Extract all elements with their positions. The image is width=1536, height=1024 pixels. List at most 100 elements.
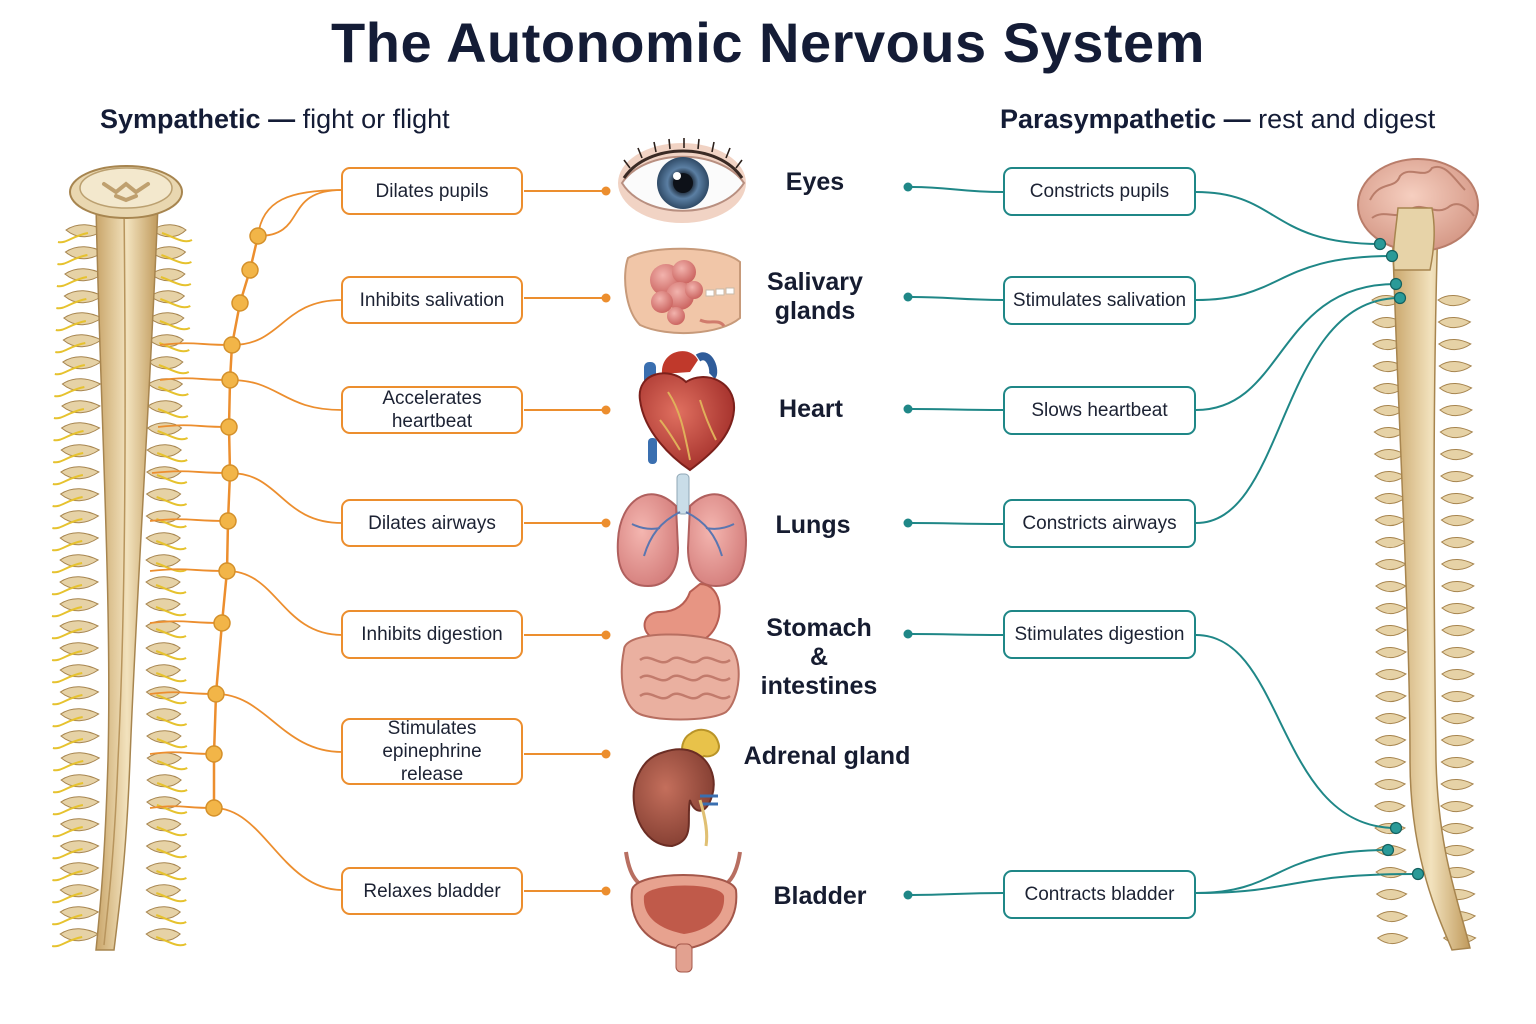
- vertebra-process: [1374, 801, 1406, 813]
- vertebra-process: [1376, 911, 1409, 923]
- vertebra-process: [1440, 735, 1475, 747]
- spinal-nerve-root: [57, 254, 192, 266]
- vertebra-process: [145, 862, 182, 876]
- sym-effect-bladder: Relaxes bladder: [341, 867, 523, 915]
- vertebra-process: [60, 774, 101, 788]
- parasympathetic-spinal-cord: [1357, 158, 1479, 951]
- vertebra-process: [145, 840, 182, 854]
- vertebra-process: [1437, 295, 1471, 307]
- vertebra-process: [1374, 779, 1407, 791]
- spinal-nerve-root: [51, 936, 187, 948]
- postganglionic-fiber: [213, 807, 343, 891]
- parasympathetic-nerve-origin: [1411, 867, 1425, 881]
- vertebra-process: [59, 840, 100, 854]
- preganglionic-fiber: [159, 342, 233, 346]
- sympathetic-endpoint: [601, 886, 611, 896]
- preganglionic-fiber: [159, 377, 231, 381]
- vertebra-process: [61, 378, 102, 392]
- vertebra-process: [1440, 823, 1474, 835]
- vertebra-process: [1440, 515, 1475, 527]
- parasympathetic-dash: —: [1216, 104, 1259, 134]
- vertebra-process: [1437, 317, 1472, 329]
- spinal-nerve-root: [53, 760, 188, 772]
- vertebra-process: [59, 620, 100, 634]
- vertebra-process: [145, 598, 181, 612]
- preganglionic-fiber: [149, 568, 228, 572]
- right-spinal-column: [1391, 219, 1471, 951]
- sympathetic-ganglion: [220, 418, 238, 436]
- postganglionic-fiber: [257, 189, 343, 237]
- vertebra-process: [1440, 471, 1474, 483]
- sympathetic-endpoint: [601, 293, 611, 303]
- spinal-cross-section: [69, 165, 183, 219]
- vertebra-process: [60, 796, 100, 810]
- eye-icon: [618, 138, 746, 223]
- spinal-nerve-root: [55, 320, 191, 332]
- spinal-nerve-root: [51, 606, 187, 618]
- parasympathetic-nerve-fiber: [1195, 255, 1393, 301]
- sympathetic-ganglion: [231, 294, 249, 312]
- spinal-nerve-root: [52, 496, 188, 508]
- bladder-icon: [624, 851, 742, 973]
- vertebra-process: [60, 752, 101, 766]
- vertebra-process: [145, 642, 181, 656]
- parasympathetic-nerve-origin: [1389, 277, 1403, 291]
- para-effect-stomach: Stimulates digestion: [1003, 610, 1196, 659]
- parasympathetic-endpoint: [903, 404, 913, 414]
- para-effect-lungs: Constricts airways: [1003, 499, 1196, 548]
- vertebra-process: [1440, 559, 1475, 571]
- vertebra-process: [59, 664, 100, 678]
- parasympathetic-heading: Parasympathetic — rest and digest: [1000, 104, 1435, 135]
- sympathetic-ganglion: [223, 336, 241, 354]
- vertebra-process: [148, 312, 185, 326]
- sympathetic-ganglion: [207, 685, 225, 703]
- sympathetic-ganglion: [249, 227, 267, 245]
- postganglionic-fiber: [229, 472, 343, 524]
- parasympathetic-endpoint: [903, 890, 913, 900]
- parasympathetic-effect-connector: [911, 186, 1004, 193]
- sympathetic-endpoint: [601, 749, 611, 759]
- vertebra-process: [147, 356, 184, 370]
- vertebra-process: [60, 444, 101, 458]
- vertebra-process: [1441, 691, 1475, 703]
- sympathetic-endpoint: [601, 518, 611, 528]
- spinal-nerve-root: [52, 738, 188, 750]
- sympathetic-ganglion: [213, 614, 231, 632]
- adrenal-kidney-icon: [632, 728, 720, 848]
- spinal-nerve-root: [56, 276, 192, 288]
- sympathetic-ganglion: [241, 261, 259, 279]
- vertebra-process: [60, 466, 100, 480]
- vertebra-process: [59, 554, 100, 568]
- sympathetic-endpoint: [601, 405, 611, 415]
- vertebra-process: [150, 246, 187, 260]
- parasympathetic-nerve-origin: [1373, 237, 1387, 251]
- vertebra-process: [145, 576, 181, 590]
- parasympathetic-effect-connector: [911, 408, 1004, 411]
- spinal-nerve-root: [52, 892, 187, 904]
- vertebra-process: [59, 598, 99, 612]
- spinal-nerve-root: [51, 628, 187, 640]
- sympathetic-ganglion: [205, 745, 223, 763]
- vertebra-process: [146, 774, 182, 788]
- vertebra-process: [1441, 625, 1475, 637]
- parasympathetic-endpoint: [903, 629, 913, 639]
- vertebra-process: [59, 818, 100, 832]
- lungs-icon: [616, 473, 748, 588]
- vertebra-process: [60, 730, 100, 744]
- spinal-nerve-root: [52, 826, 188, 838]
- parasympathetic-effect-connector: [911, 633, 1004, 636]
- parasympathetic-endpoint: [903, 292, 913, 302]
- parasympathetic-nerve-fiber: [1195, 283, 1397, 411]
- vertebra-process: [149, 290, 186, 304]
- spinal-nerve-root: [56, 298, 191, 310]
- sympathetic-endpoint: [601, 186, 611, 196]
- vertebra-process: [59, 708, 100, 722]
- vertebra-process: [59, 576, 100, 590]
- vertebra-process: [1374, 713, 1407, 725]
- organ-label-heart: Heart: [779, 395, 843, 423]
- vertebra-process: [1375, 647, 1407, 659]
- para-effect-heart: Slows heartbeat: [1003, 386, 1196, 435]
- vertebra-process: [1375, 691, 1407, 703]
- spinal-nerve-root: [52, 452, 188, 464]
- spinal-nerve-root: [52, 782, 188, 794]
